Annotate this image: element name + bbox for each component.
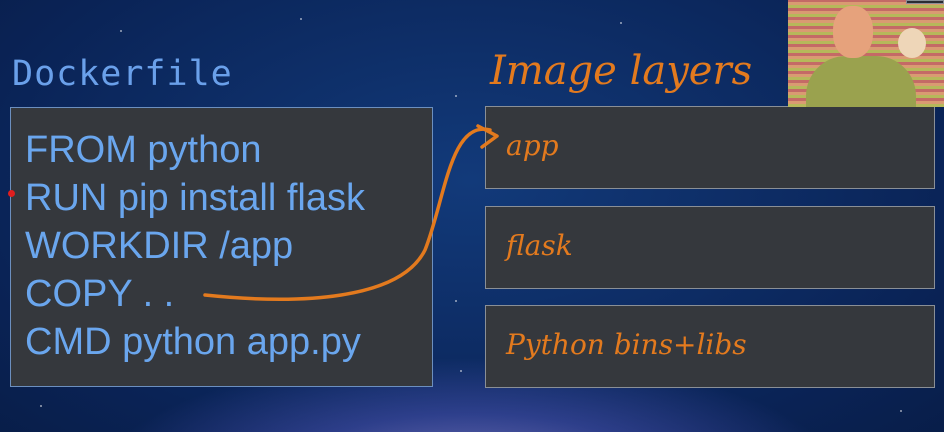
star [900, 410, 902, 412]
corner-frame [906, 0, 944, 4]
dockerfile-line-run: RUN pip install flask [25, 177, 365, 219]
layer-label-python: Python bins+libs [506, 328, 747, 361]
star [460, 370, 462, 372]
layer-box-python: Python bins+libs [485, 305, 935, 388]
dockerfile-title: Dockerfile [12, 54, 233, 94]
dockerfile-line-workdir: WORKDIR /app [25, 225, 294, 267]
star [620, 22, 622, 24]
star [300, 18, 302, 20]
dockerfile-box: FROM python RUN pip install flask WORKDI… [10, 107, 433, 387]
star [455, 95, 457, 97]
star [120, 30, 122, 32]
presenter-body [806, 56, 916, 107]
dockerfile-line-cmd: CMD python app.py [25, 321, 361, 363]
presenter-hand [898, 28, 926, 58]
image-layers-title: Image layers [490, 48, 753, 94]
dockerfile-line-copy: COPY . . [25, 273, 175, 315]
presenter-video [788, 0, 944, 107]
laser-pointer-dot [8, 190, 15, 197]
layer-box-flask: flask [485, 206, 935, 289]
layer-label-app: app [506, 129, 559, 162]
star [455, 300, 457, 302]
layer-box-app: app [485, 106, 935, 189]
layer-label-flask: flask [506, 229, 573, 262]
dockerfile-line-from: FROM python [25, 129, 262, 171]
presenter-head [833, 6, 873, 58]
star [40, 405, 42, 407]
